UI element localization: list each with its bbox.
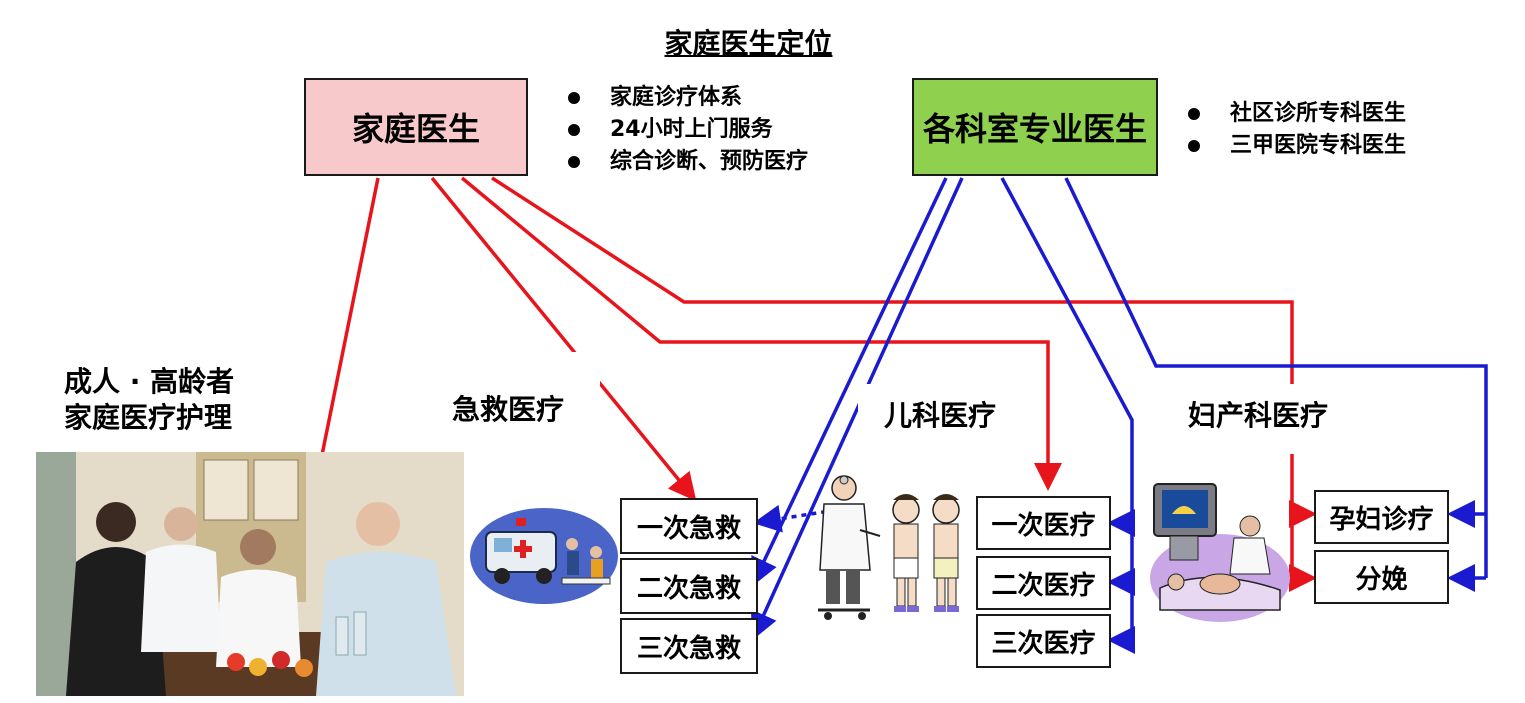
page-title: 家庭医生定位 [664, 27, 833, 60]
family-point: 24小时上门服务 [568, 114, 808, 146]
obstetric-label: 妇产科医疗 [1188, 399, 1329, 432]
link-spec-obstetric [1064, 177, 1488, 578]
pediatric-exam-illustration [810, 470, 974, 622]
obstetric-delivery: 分娩 [1314, 550, 1449, 604]
emergency-tier-3: 三次急救 [620, 618, 758, 674]
family-doctor-box: 家庭医生 [304, 78, 528, 176]
specialist-points: 社区诊所专科医生 三甲医院专科医生 [1188, 98, 1406, 162]
emergency-label: 急救医疗 [452, 393, 565, 426]
emergency-tier-2: 二次急救 [620, 558, 758, 614]
elderly-panel [40, 356, 270, 444]
link-family-elderly [320, 177, 380, 456]
link-family-obstetric [491, 176, 1317, 592]
link-family-emergency [430, 176, 697, 502]
specialist-point: 社区诊所专科医生 [1188, 98, 1406, 130]
pediatric-tier-1: 一次医疗 [976, 496, 1111, 550]
elderly-label: 成人 · 高龄者 家庭医疗护理 [64, 364, 234, 436]
pediatric-label: 儿科医疗 [884, 399, 997, 432]
emergency-tier-1: 一次急救 [620, 498, 758, 554]
pediatric-tier-3: 三次医疗 [976, 614, 1111, 668]
link-family-pediatric [460, 176, 1062, 491]
specialist-label: 各科室专业医生 [922, 110, 1147, 148]
family-doctor-points: 家庭诊疗体系 24小时上门服务 综合诊断、预防医疗 [568, 82, 808, 178]
obstetric-prenatal: 孕妇诊疗 [1314, 490, 1449, 544]
elderly-label-line2: 家庭医疗护理 [64, 401, 233, 434]
emergency-panel [440, 352, 600, 456]
pediatric-panel [858, 384, 1012, 470]
family-doctor-label: 家庭医生 [351, 110, 480, 148]
elderly-label-line1: 成人 · 高龄者 [64, 365, 235, 398]
specialist-box: 各科室专业医生 [912, 78, 1158, 176]
link-spec-pediatric [1000, 177, 1134, 640]
elderly-care-photo [36, 452, 464, 696]
obstetric-panel [1168, 384, 1348, 454]
family-point: 家庭诊疗体系 [568, 82, 808, 114]
family-point: 综合诊断、预防医疗 [568, 146, 808, 178]
ambulance-illustration [464, 496, 620, 608]
ultrasound-exam-illustration [1140, 470, 1290, 626]
specialist-point: 三甲医院专科医生 [1188, 130, 1406, 162]
link-spec-emergency-2 [751, 177, 948, 587]
pediatric-tier-2: 二次医疗 [976, 556, 1111, 610]
